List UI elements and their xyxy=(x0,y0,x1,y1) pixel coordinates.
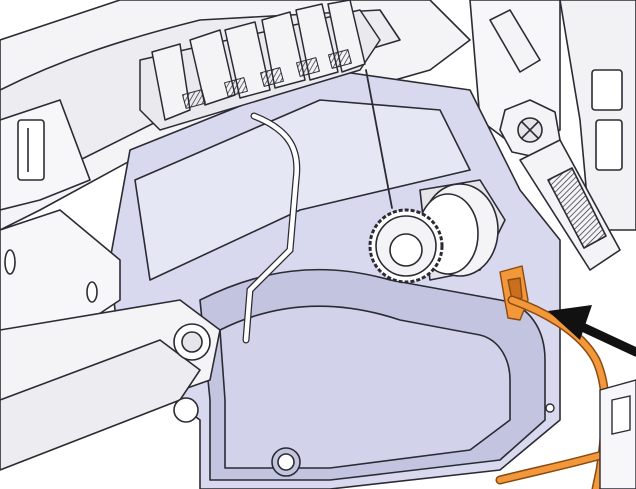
knurled-filler-cap xyxy=(368,179,506,284)
indicator-arrow xyxy=(548,305,636,357)
level-sensor xyxy=(242,69,393,344)
wire-connector-block xyxy=(139,0,381,131)
translucent-reservoir xyxy=(109,69,561,489)
mounting-bracket xyxy=(489,9,621,271)
mounting-arm xyxy=(0,209,221,471)
lower-right-details xyxy=(545,379,636,489)
